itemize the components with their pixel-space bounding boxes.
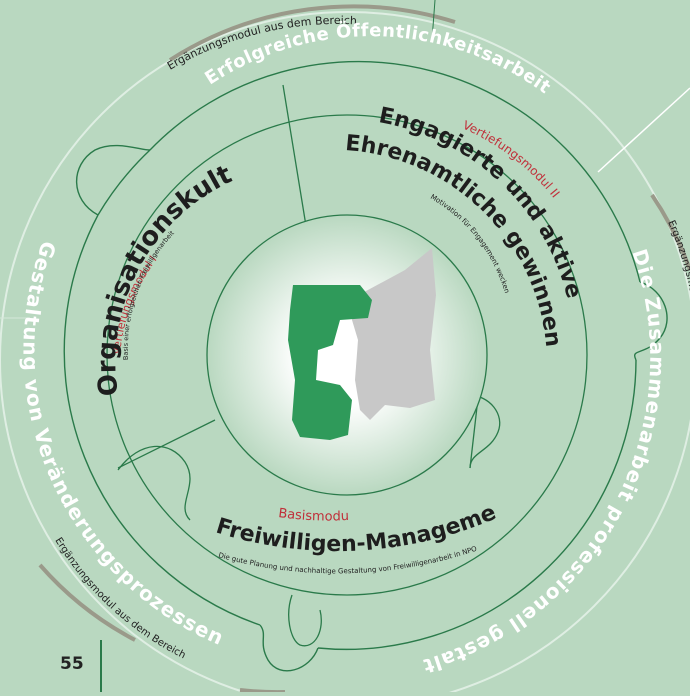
outer-module-ring xyxy=(63,60,668,672)
arc-right-gray xyxy=(650,193,690,271)
middle-ring xyxy=(106,114,588,596)
center-glow xyxy=(207,215,487,495)
puzzle-notch-left xyxy=(117,445,191,521)
page-number: 55 xyxy=(60,654,84,674)
arc-top-gray xyxy=(168,4,456,62)
divider-right xyxy=(469,397,479,469)
divider-left xyxy=(117,419,216,469)
puzzle-notch-right xyxy=(467,394,501,469)
arc-left-gray xyxy=(38,563,136,642)
page-number-divider xyxy=(100,640,102,692)
divider-top xyxy=(282,84,308,233)
divider-line-right xyxy=(597,87,690,173)
puzzle-notch-bottom xyxy=(288,594,322,647)
divider-line-top xyxy=(431,0,436,41)
center-circle xyxy=(206,214,488,496)
outer-ring-light xyxy=(0,11,690,696)
freiwilligen-logo-icon xyxy=(288,248,436,440)
